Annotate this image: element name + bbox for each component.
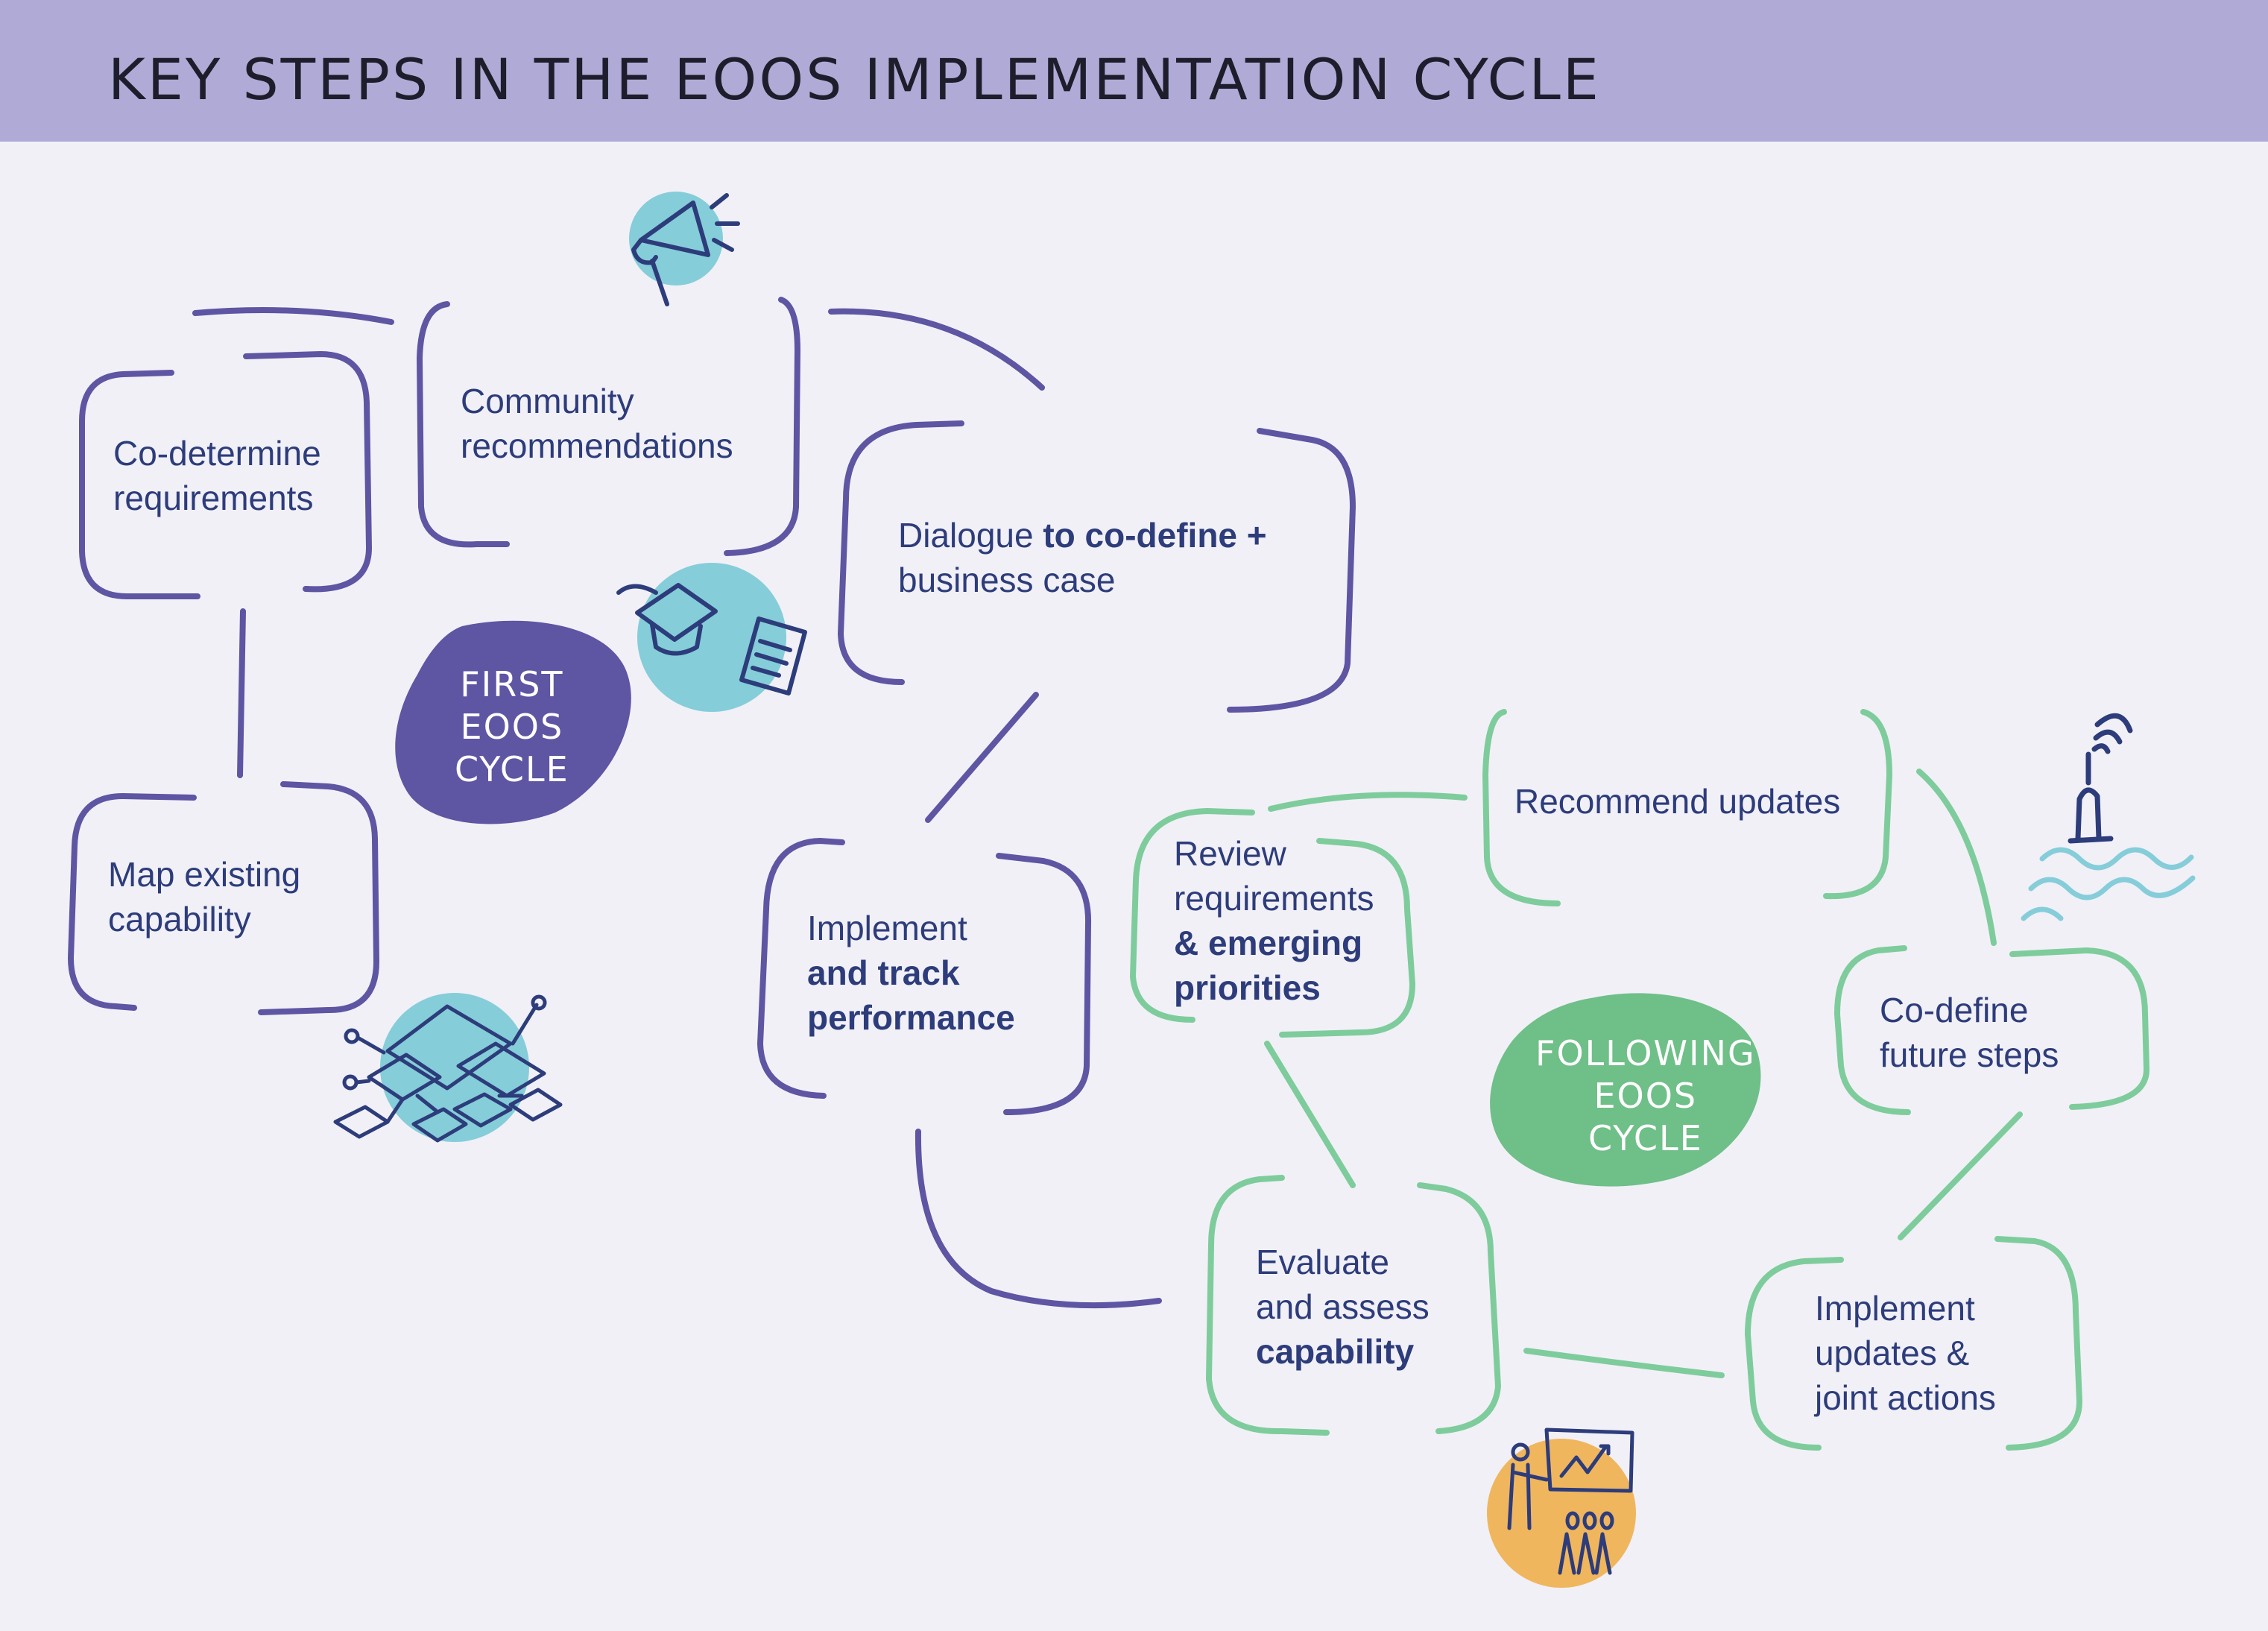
step-codefine: Co-define future steps	[1880, 991, 2059, 1074]
first-cycle-blob	[395, 620, 631, 824]
buoy-waves-icon	[2021, 713, 2196, 921]
step-evaluate: Evaluate and assess capability	[1256, 1243, 1430, 1371]
step-box-map-existing	[68, 781, 379, 1015]
step-box-implement-track	[757, 838, 1092, 1115]
header-banner: KEY STEPS IN THE EOOS IMPLEMENTATION CYC…	[0, 0, 2268, 142]
step-recommend: Recommend updates	[1514, 782, 1841, 821]
following-cycle-label: FOLLOWING EOOS CYCLE	[1535, 1033, 1756, 1158]
step-box-review	[1130, 808, 1415, 1038]
step-community: Community recommendations	[461, 382, 733, 465]
megaphone-icon	[629, 192, 740, 306]
step-implement-updates: Implement updates & joint actions	[1815, 1289, 1996, 1417]
step-dialogue: Dialogue to co-define + business case	[898, 516, 1267, 599]
page-title: KEY STEPS IN THE EOOS IMPLEMENTATION CYC…	[108, 46, 1601, 113]
first-cycle-label: FIRST EOOS CYCLE	[455, 664, 569, 789]
step-box-implement-updates	[1745, 1236, 2082, 1451]
arrow-evaluate-to-review	[1264, 1041, 1356, 1188]
arrow-community-to-dialogue	[828, 308, 1045, 391]
graduation-cap-icon	[616, 563, 786, 712]
step-implement-track: Implement and track performance	[807, 909, 1015, 1037]
arrow-dialogue-to-implement	[925, 692, 1039, 823]
arrow-review-to-recommend	[1268, 792, 1468, 812]
step-co-determine: Co-determine requirements	[113, 434, 321, 517]
step-box-community	[417, 297, 800, 556]
step-box-co-determine	[79, 351, 372, 599]
arrow-map-to-codetermine	[237, 608, 246, 778]
step-review: Review requirements & emerging prioritie…	[1174, 834, 1374, 1007]
arrow-recommend-to-codefine	[1916, 769, 1997, 946]
document-icon	[739, 616, 807, 695]
presentation-audience-icon	[1487, 1427, 1636, 1588]
step-map-existing: Map existing capability	[108, 855, 301, 938]
network-diagram-icon	[333, 993, 563, 1143]
arrow-codetermine-to-community	[192, 307, 394, 325]
arrow-implement-updates-to-evaluate	[1523, 1348, 1725, 1378]
arrow-implement-to-evaluate	[915, 1129, 1162, 1309]
arrow-codefine-to-implement-updates	[1898, 1111, 2023, 1240]
step-box-evaluate	[1206, 1175, 1501, 1436]
step-box-dialogue	[838, 420, 1356, 713]
step-box-recommend	[1482, 709, 1892, 906]
step-box-codefine	[1834, 945, 2149, 1115]
following-cycle-blob	[1490, 993, 1761, 1187]
